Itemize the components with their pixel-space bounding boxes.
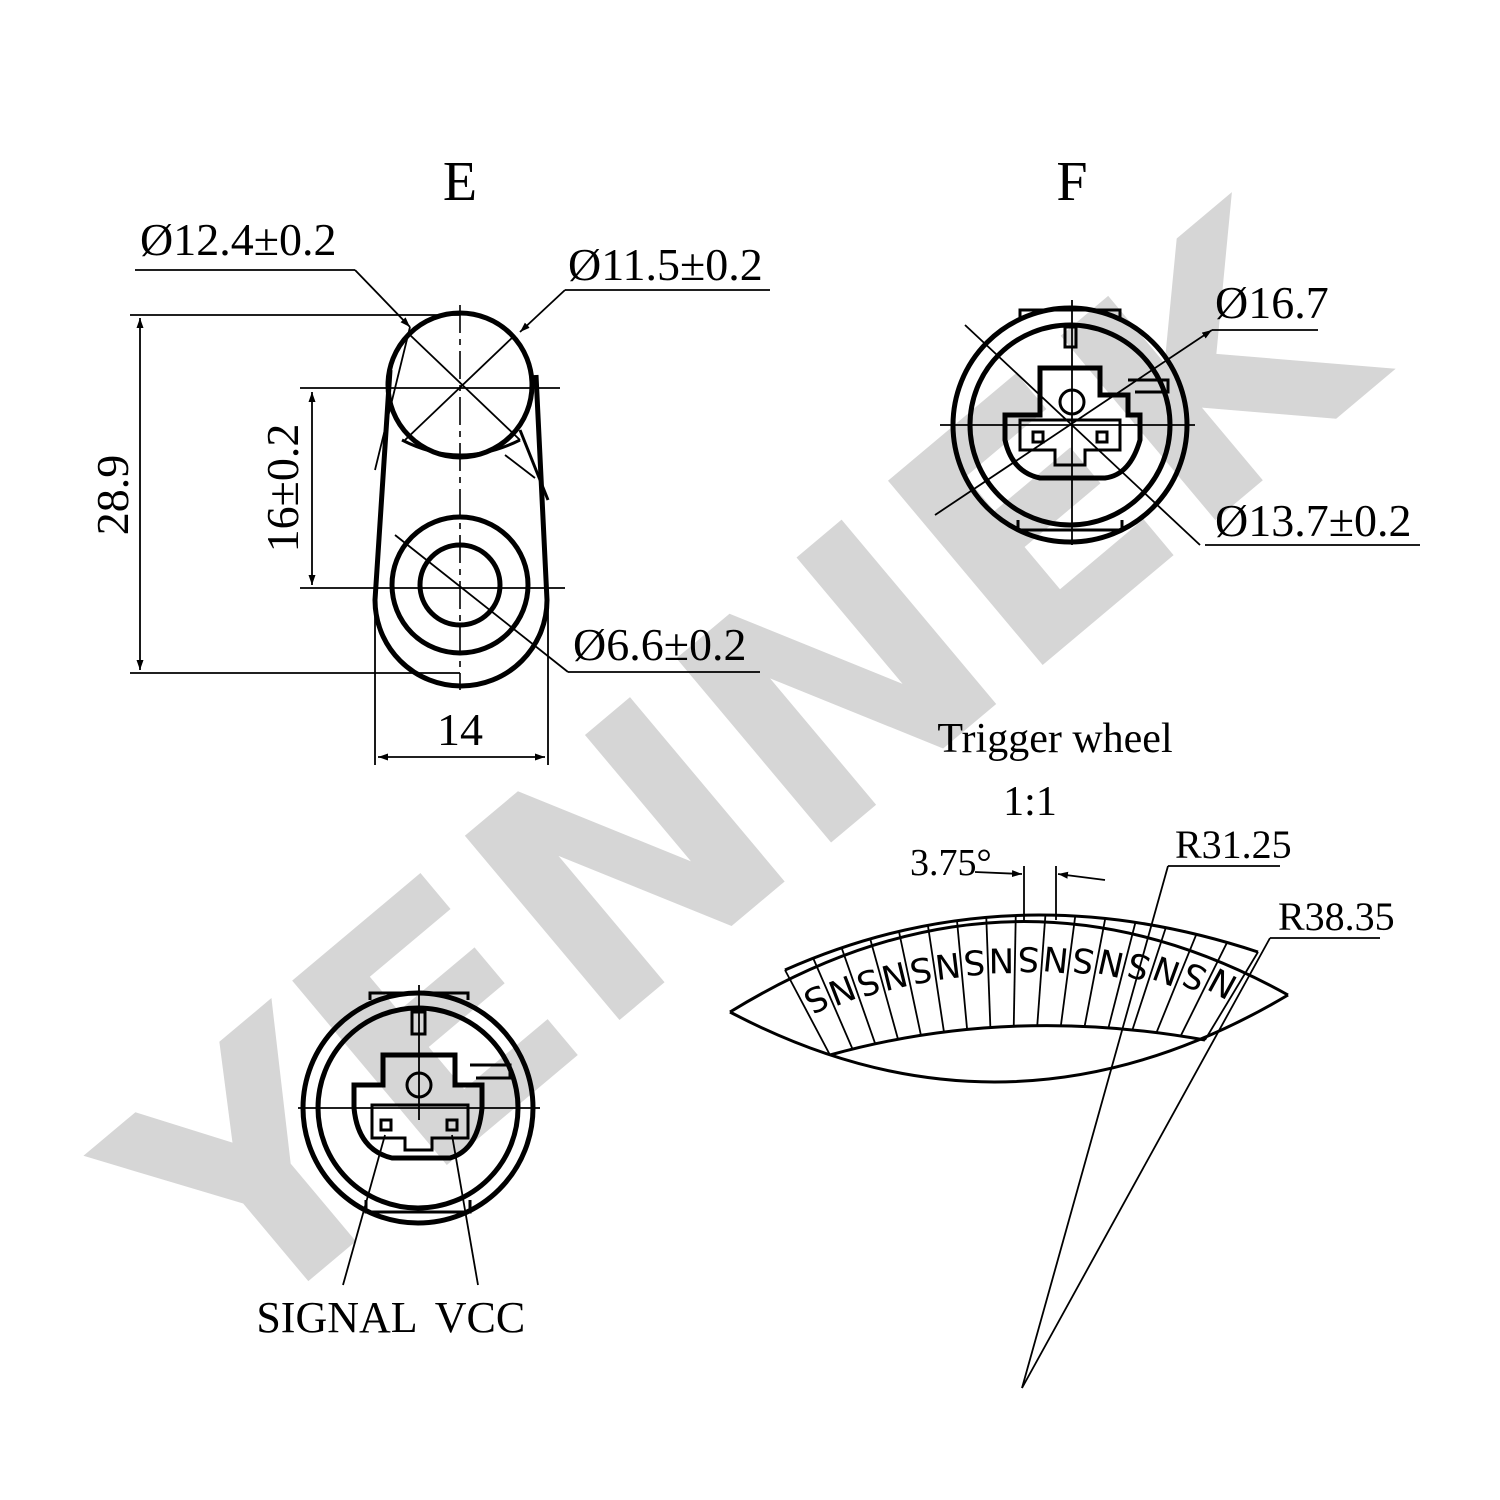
view-e-dia-inner-leader-ext [504, 454, 536, 479]
view-e-body-side-right [518, 429, 550, 501]
pole-divider [1131, 927, 1167, 1031]
trigger-wheel-angle-label: 3.75° [910, 842, 992, 884]
view-e: E 28.9 16±0.2 14 Ø12.4±0.2 [87, 151, 770, 765]
trigger-wheel-angle-arrow-left [974, 870, 1023, 878]
pole-divider [926, 925, 945, 1033]
view-f-dia-outer-leader [934, 329, 1213, 516]
pole-label-n: N [988, 939, 1014, 979]
view-e-height-label: 28.9 [87, 455, 138, 536]
pole-divider [840, 947, 877, 1045]
view-f-housing [1002, 365, 1143, 481]
trigger-wheel-title: Trigger wheel [937, 716, 1172, 762]
view-e-width-label: 14 [437, 704, 483, 755]
view-e-dia-inner-leader [519, 289, 566, 333]
view-e-center-dist-label: 16±0.2 [257, 424, 308, 553]
pole-divider [1204, 951, 1259, 1041]
view-e-diag-2 [404, 334, 516, 441]
connector-vcc-leader [451, 1134, 479, 1286]
pole-divider [1179, 942, 1228, 1037]
view-e-title: E [443, 151, 477, 213]
pole-divider [1083, 918, 1107, 1027]
view-f-dia-outer-label: Ø16.7 [1215, 277, 1329, 328]
pole-divider [812, 957, 854, 1050]
view-e-dia-inner-label: Ø11.5±0.2 [568, 239, 763, 290]
connector-pin-vcc [445, 1118, 459, 1132]
view-f-pin-left [1031, 430, 1045, 444]
pole-label-n: N [1041, 937, 1070, 979]
pole-divider [1036, 915, 1047, 1026]
connector-housing-inner [370, 1103, 470, 1152]
view-f-latch [1128, 378, 1170, 394]
trigger-wheel-r-inner-leader [1021, 865, 1169, 1389]
pole-divider [869, 938, 899, 1040]
view-e-hole-leader [394, 534, 569, 673]
pole-divider [1059, 915, 1077, 1026]
trigger-wheel-outer-arc [729, 920, 1289, 1014]
trigger-wheel-scale: 1:1 [1003, 779, 1057, 825]
trigger-wheel-inner-arc [729, 993, 1289, 1084]
view-e-diag-1 [409, 334, 521, 441]
view-f: F Ø16.7 Ø13.7±0.2 [934, 151, 1420, 546]
pole-label-n: N [933, 943, 963, 986]
trigger-wheel-r-outer-leader [1021, 937, 1271, 1389]
pole-label-s: S [962, 941, 986, 982]
view-e-dia-outer-leader [354, 269, 411, 328]
pole-divider [1107, 922, 1137, 1029]
connector-signal-leader [342, 1134, 386, 1286]
connector-vcc-label: VCC [435, 1293, 525, 1342]
pole-divider [985, 917, 992, 1028]
view-f-pin-right [1095, 430, 1109, 444]
connector-view: SIGNAL VCC [256, 985, 540, 1342]
pole-label-s: S [1070, 938, 1098, 981]
pole-divider [898, 931, 922, 1036]
view-e-body-outline [372, 369, 550, 689]
connector-signal-label: SIGNAL [256, 1293, 417, 1342]
view-f-key-slot [1063, 325, 1078, 349]
connector-pin-signal [379, 1118, 393, 1132]
view-e-hole-label: Ø6.6±0.2 [573, 619, 746, 670]
pole-divider [784, 969, 831, 1056]
pole-divider [956, 920, 969, 1030]
trigger-wheel-r-inner-label: R31.25 [1175, 822, 1292, 867]
view-f-top-tab [1018, 308, 1122, 318]
trigger-wheel-r-outer-label: R38.35 [1278, 894, 1395, 939]
view-e-dia-outer-leader-ext [374, 326, 411, 471]
pole-divider [1155, 934, 1198, 1033]
trigger-wheel-ring-inner [829, 1024, 1206, 1057]
pole-divider [1012, 915, 1017, 1027]
view-f-title: F [1056, 151, 1087, 213]
pole-label-s: S [1017, 938, 1040, 979]
view-f-diag [964, 324, 1201, 546]
view-f-bottom-tab [1016, 520, 1124, 532]
view-f-dia-inner-label: Ø13.7±0.2 [1215, 495, 1411, 546]
connector-latch [470, 1063, 512, 1080]
trigger-wheel-angle-arrow-right [1057, 871, 1106, 881]
view-e-dia-outer-label: Ø12.4±0.2 [140, 214, 336, 265]
